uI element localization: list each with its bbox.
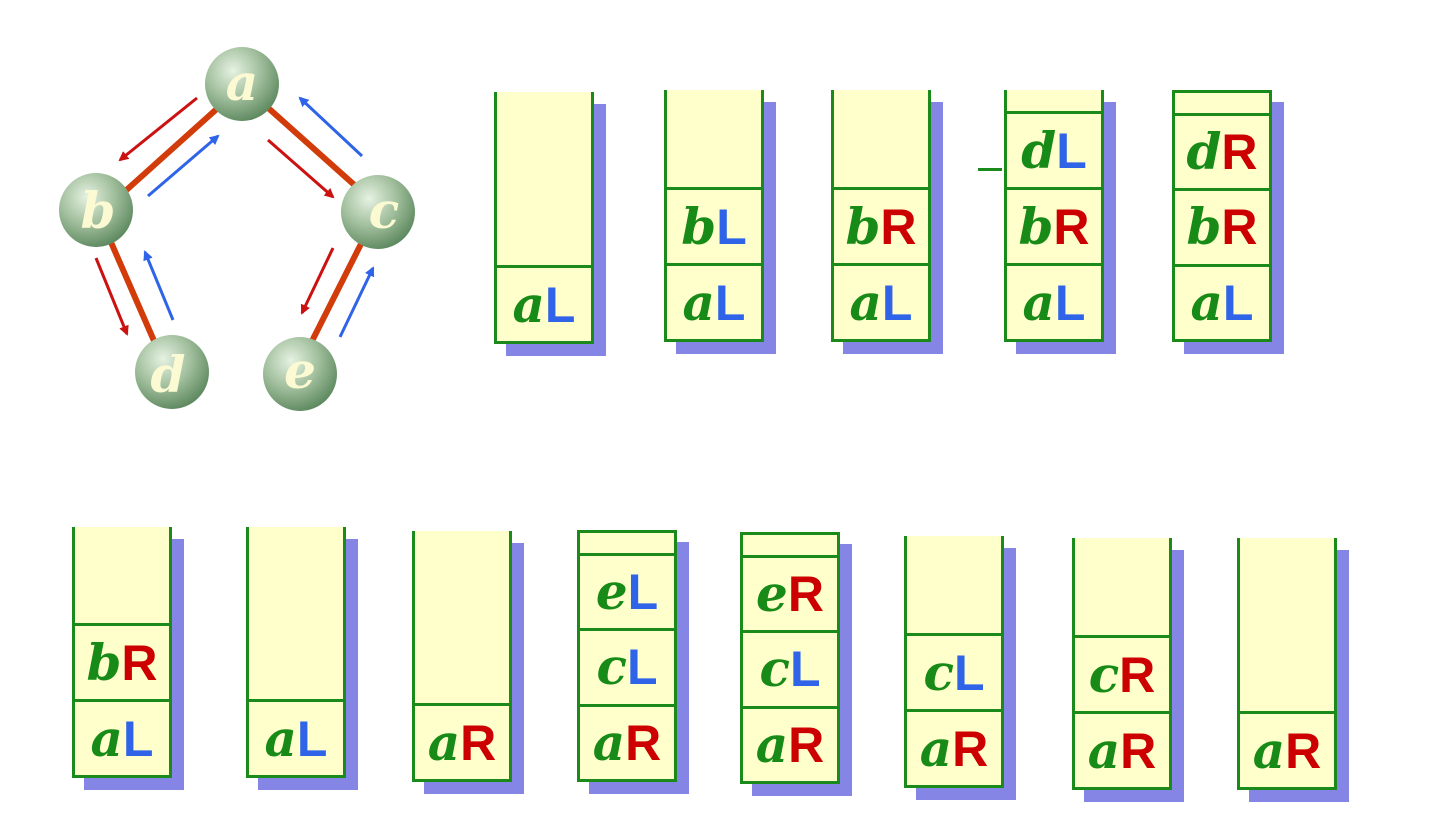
arrow-down-a-b [118, 96, 198, 162]
arrow-up-d-b [143, 250, 175, 321]
traversal-arrows [94, 96, 375, 338]
node-e-label: e [284, 341, 316, 400]
node-a-label: a [226, 53, 258, 112]
stack-frame-partial [580, 530, 674, 553]
arrow-down-a-c [267, 138, 335, 199]
arrow-up-b-a [147, 134, 220, 198]
arrow-down-b-d [94, 257, 129, 336]
node-b-label: b [81, 181, 116, 240]
tree-diagram: a b c d e [59, 47, 415, 411]
node-d: d [135, 335, 209, 409]
edge-a-b [119, 103, 223, 197]
node-c: c [341, 175, 415, 249]
stack-frame-partial [743, 532, 837, 555]
stack-marker [978, 168, 1002, 171]
edge-b-d [107, 238, 161, 352]
stack-frame-partial [1175, 90, 1269, 113]
edge-c-e [307, 234, 368, 347]
node-c-label: c [369, 181, 399, 240]
arrow-down-c-e [300, 247, 335, 315]
node-a: a [205, 47, 279, 121]
arrow-up-e-c [338, 266, 375, 338]
arrow-up-c-a [298, 96, 364, 158]
edge-a-c [264, 103, 362, 193]
node-b: b [59, 173, 133, 247]
node-e: e [263, 337, 337, 411]
node-d-label: d [151, 345, 186, 404]
tree-edges [107, 103, 368, 352]
